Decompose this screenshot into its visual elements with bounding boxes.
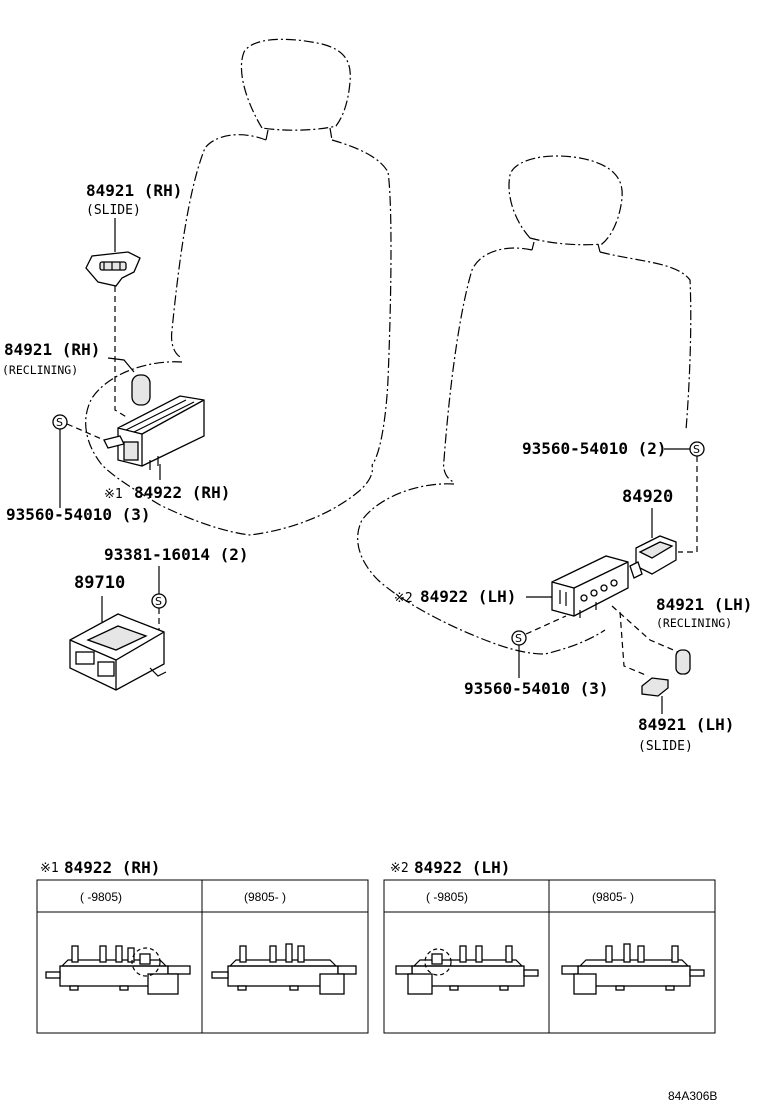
lh-switch-part-label: 84922 (LH) [420,587,516,606]
ecu-screw-s-glyph: S [155,595,162,608]
lh-control-module [629,535,677,579]
lh-recline-note-label: (RECLINING) [656,616,732,630]
ecu-screw-symbol: S [151,593,167,609]
table-lh-col2-label: (9805- ) [592,890,634,904]
lh-switch-assembly [551,555,629,618]
lh-slide-part-label: 84921 (LH) [638,715,734,734]
lh-top-screw-part-label: 93560-54010 (2) [522,439,667,458]
rh-recline-knob [131,374,151,406]
rh-switch-assembly [103,395,205,470]
lh-slide-note-label: (SLIDE) [638,739,693,754]
table-rh-col2-label: (9805- ) [244,890,286,904]
lh-switch-mark: ※2 [394,591,413,606]
lh-recline-knob [675,649,691,675]
reference-code: 84A306B [668,1089,717,1103]
table-lh: ※2 84922 (LH) ( -9805) (9805- ) [383,858,716,1034]
table-lh-col1-label: ( -9805) [426,890,468,904]
rh-switch-part-label: 84922 (RH) [134,483,230,502]
table-rh-col1-label: ( -9805) [80,890,122,904]
table-rh: ※1 84922 (RH) ( -9805) (9805- ) [36,858,369,1034]
rh-early-switch-drawing [45,945,191,995]
ecu-part-label: 89710 [74,573,125,593]
lh-late-switch-drawing [561,943,705,995]
lh-recline-part-label: 84921 (LH) [656,595,752,614]
table-lh-title: 84922 (LH) [414,858,510,877]
lh-top-screw-s-glyph: S [693,443,700,456]
ecu-module [69,613,167,691]
lh-slide-knob [641,677,669,697]
rh-slide-part-label: 84921 (RH) [86,181,182,200]
rh-screw-part-label: 93560-54010 (3) [6,505,151,524]
lh-bottom-screw-part-label: 93560-54010 (3) [464,679,609,698]
lh-bottom-screw-s-glyph: S [515,632,522,645]
rh-screw-s-glyph: S [56,416,63,429]
lh-early-switch-drawing [395,945,539,995]
rh-seat-outline [85,38,392,536]
lh-seat-outline [357,155,692,655]
rh-slide-knob [85,251,141,287]
ecu-screw-part-label: 93381-16014 (2) [104,545,249,564]
rh-recline-note-label: (RECLINING) [2,363,78,377]
table-lh-mark: ※2 [390,861,409,876]
lh-bottom-screw-symbol: S [511,630,527,646]
table-rh-title: 84922 (RH) [64,858,160,877]
rh-slide-note-label: (SLIDE) [86,203,141,218]
rh-switch-mark: ※1 [104,487,123,502]
lh-control-module-label: 84920 [622,487,673,507]
table-rh-mark: ※1 [40,861,59,876]
rh-screw-symbol: S [52,414,68,430]
lh-top-screw-symbol: S [689,441,705,457]
rh-late-switch-drawing [211,943,357,995]
rh-recline-part-label: 84921 (RH) [4,340,100,359]
